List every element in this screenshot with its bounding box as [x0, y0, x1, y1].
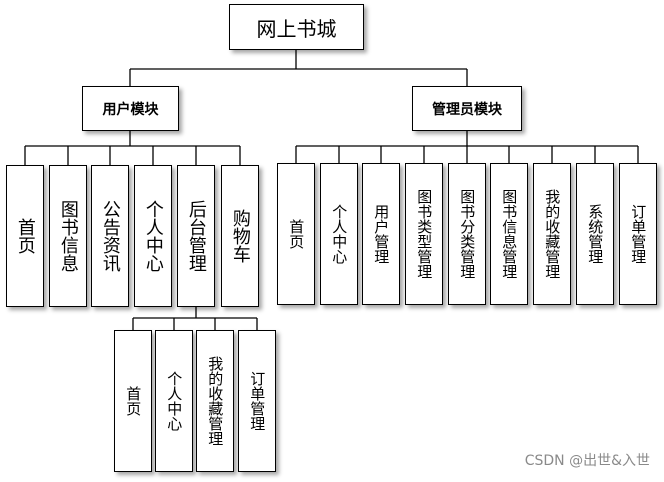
- watermark: CSDN @出世&入世: [524, 453, 650, 469]
- admin-item-favorites-management: 我的收藏管理: [533, 163, 571, 305]
- admin-module-label: 管理员模块: [432, 101, 502, 118]
- admin-item-system-management: 系统管理: [576, 163, 614, 305]
- user-item-personal-center: 个人中心: [134, 165, 172, 307]
- backend-item-home: 首页: [114, 330, 152, 472]
- admin-module-node: 管理员模块: [412, 86, 522, 131]
- admin-item-book-type-management: 图书类型管理: [405, 163, 443, 305]
- admin-item-personal-center: 个人中心: [320, 163, 358, 305]
- backend-item-favorites: 我的收藏管理: [196, 330, 234, 472]
- user-item-cart: 购物车: [221, 165, 259, 307]
- backend-item-orders: 订单管理: [238, 330, 276, 472]
- root-label: 网上书城: [256, 16, 337, 41]
- root-node: 网上书城: [229, 4, 364, 50]
- admin-item-book-category-management: 图书分类管理: [448, 163, 486, 305]
- admin-item-user-management: 用户管理: [362, 163, 400, 305]
- user-module-label: 用户模块: [102, 101, 159, 118]
- user-item-backend: 后台管理: [177, 165, 215, 307]
- admin-item-home: 首页: [277, 163, 315, 305]
- user-item-home: 首页: [6, 165, 44, 307]
- user-module-node: 用户模块: [82, 86, 179, 131]
- user-item-announcements: 公告资讯: [91, 165, 129, 307]
- admin-item-book-info-management: 图书信息管理: [490, 163, 528, 305]
- user-item-book-info: 图书信息: [49, 165, 87, 307]
- admin-item-order-management: 订单管理: [619, 163, 657, 305]
- backend-item-personal-center: 个人中心: [155, 330, 193, 472]
